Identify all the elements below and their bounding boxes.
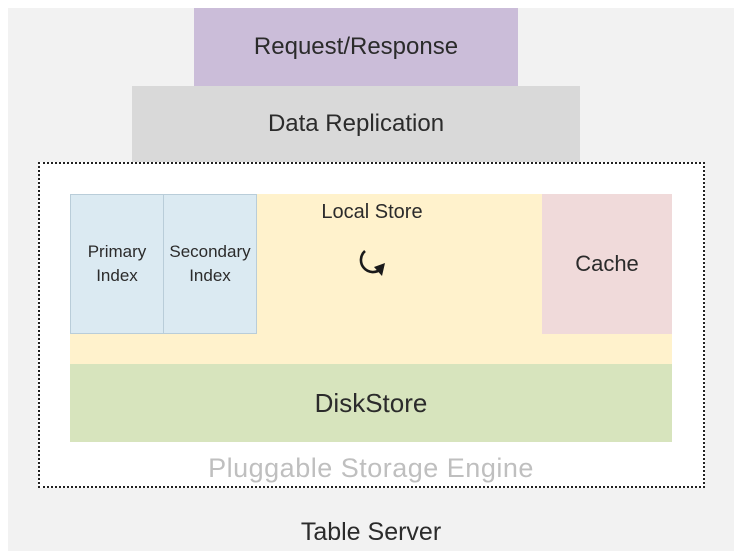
refresh-icon xyxy=(359,250,385,276)
primary-index-line-2: Index xyxy=(96,266,138,285)
request-response-layer: Request/Response xyxy=(194,8,518,86)
refresh-icon-arrowhead xyxy=(374,263,385,276)
primary-index-box: Primary Index xyxy=(70,194,164,334)
cache-box: Cache xyxy=(542,194,672,334)
secondary-index-line-2: Index xyxy=(189,266,231,285)
diskstore-label: DiskStore xyxy=(314,387,428,418)
data-replication-label: Data Replication xyxy=(267,110,445,137)
local-store-label: Local Store xyxy=(321,200,423,223)
refresh-icon-arc xyxy=(359,250,382,274)
data-replication-layer: Data Replication xyxy=(132,86,580,162)
request-response-label: Request/Response xyxy=(253,33,459,60)
diskstore-box: DiskStore xyxy=(70,364,672,442)
secondary-index-line-1: Secondary xyxy=(169,242,251,261)
table-server-label: Table Server xyxy=(300,517,442,546)
cache-label: Cache xyxy=(575,251,639,276)
storage-engine-label: Pluggable Storage Engine xyxy=(208,452,534,483)
primary-index-line-1: Primary xyxy=(87,242,147,261)
secondary-index-box: Secondary Index xyxy=(163,194,257,334)
